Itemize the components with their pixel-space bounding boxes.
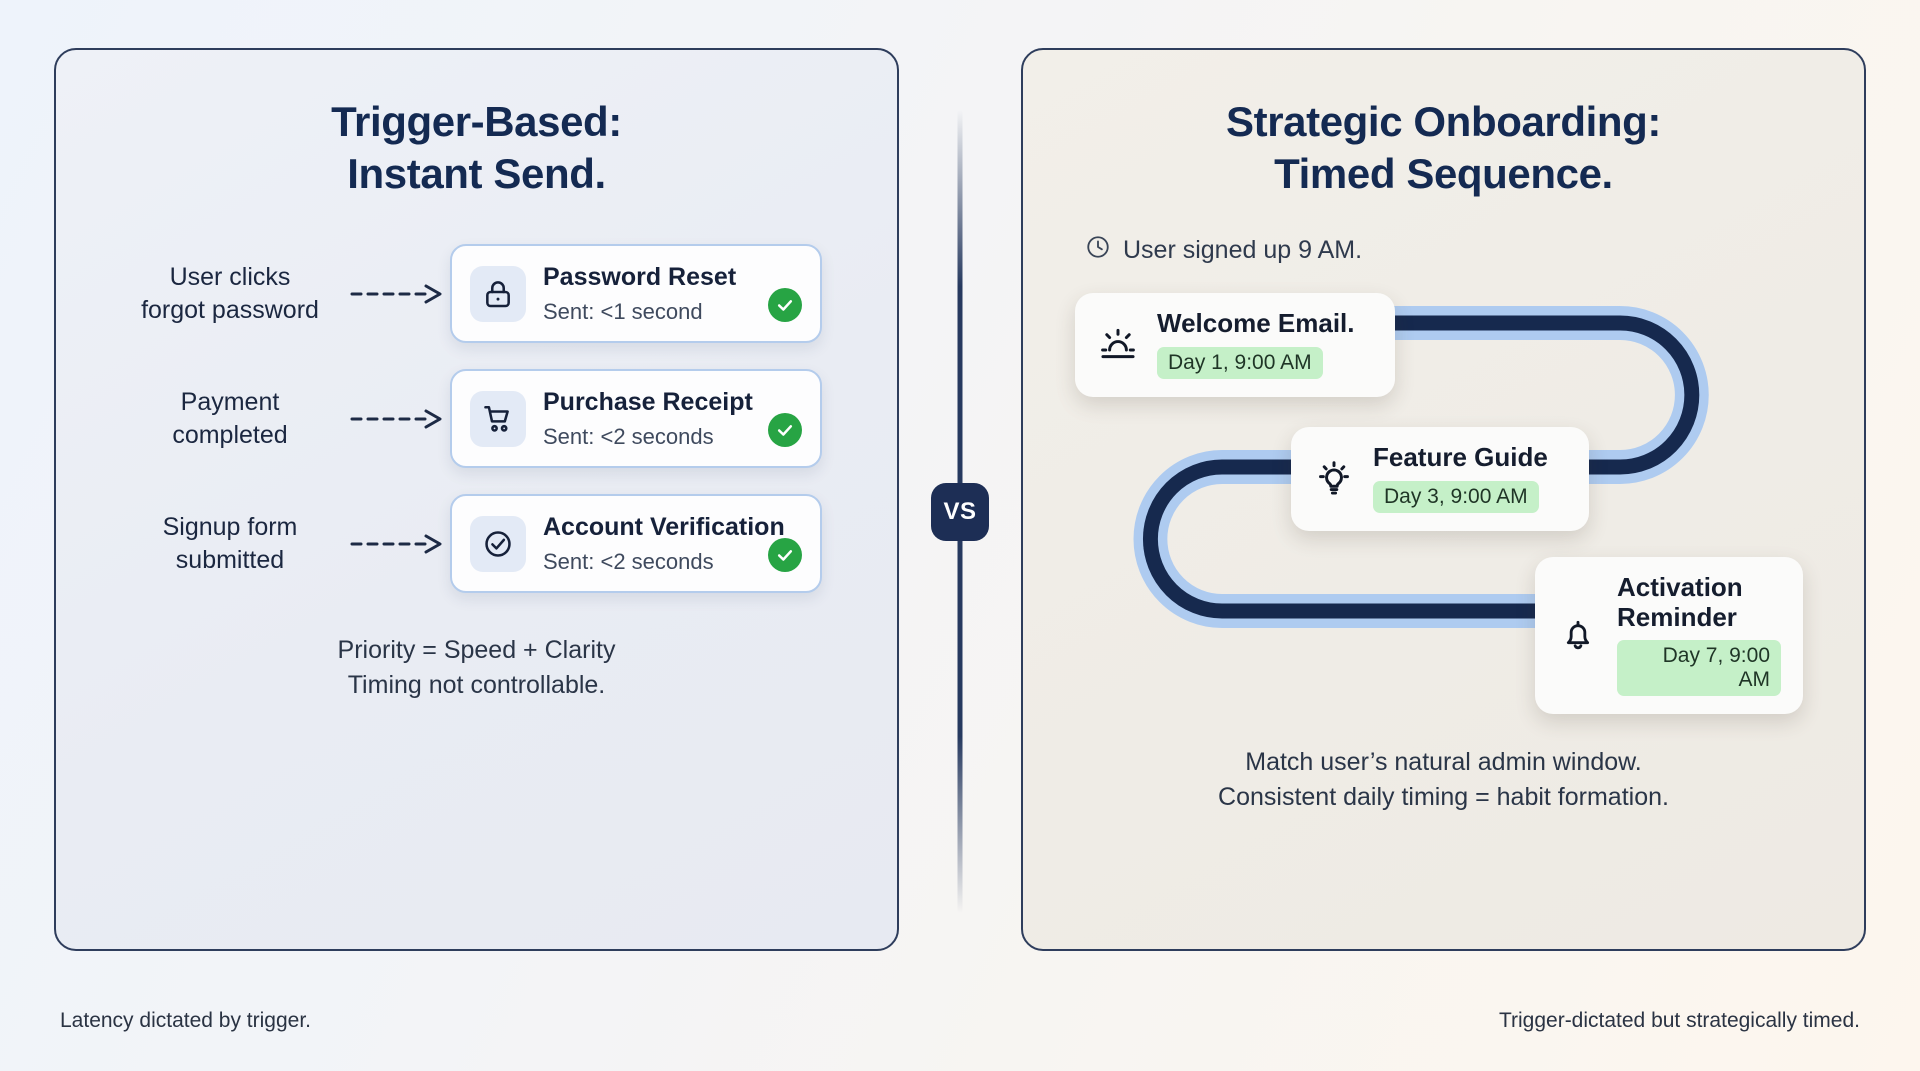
timeline-badge: Day 7, 9:00 AM: [1617, 640, 1781, 696]
timeline-card-title: Activation Reminder: [1617, 572, 1743, 632]
timeline-card-welcome[interactable]: Welcome Email. Day 1, 9:00 AM: [1075, 293, 1395, 397]
timeline-badge-wrap: Day 1, 9:00 AM: [1157, 339, 1355, 379]
left-title-line1: Trigger-Based:: [331, 98, 622, 145]
timeline-card-text: Welcome Email. Day 1, 9:00 AM: [1157, 309, 1355, 379]
dashed-arrow-icon: [350, 284, 442, 304]
lock-icon: [470, 265, 526, 322]
trigger-label-line2: submitted: [175, 545, 285, 574]
email-card-title: Password Reset: [543, 263, 737, 292]
left-footnote-line2: Timing not controllable.: [347, 670, 606, 699]
timeline-card-text: Activation Reminder Day 7, 9:00 AM: [1617, 572, 1781, 696]
right-title-line1: Strategic Onboarding:: [1226, 98, 1661, 145]
trigger-label-line2: forgot password: [141, 295, 319, 324]
check-circle-outline-icon: [470, 515, 526, 572]
right-footnote-line1: Match user’s natural admin window.: [1245, 748, 1642, 777]
check-circle-icon: [768, 538, 802, 573]
timeline-badge: Day 3, 9:00 AM: [1373, 480, 1539, 513]
shopping-cart-icon: [470, 390, 526, 447]
panels-container: Trigger-Based: Instant Send. User clicks…: [54, 48, 1866, 951]
timeline: Welcome Email. Day 1, 9:00 AM: [1023, 275, 1864, 714]
trigger-rows: User clicks forgot password: [56, 244, 897, 594]
timeline-card-title: Welcome Email.: [1157, 308, 1355, 339]
trigger-label: Signup form submitted: [114, 511, 346, 576]
bell-icon: [1555, 611, 1601, 657]
footer-captions: Latency dictated by trigger. Trigger-dic…: [0, 1009, 1920, 1071]
check-circle-icon: [768, 288, 802, 323]
clock-icon: [1085, 234, 1111, 267]
email-card-text: Account Verification Sent: <2 seconds: [543, 513, 785, 574]
trigger-label-line1: Payment: [180, 388, 280, 417]
email-card-subtitle: Sent: <2 seconds: [543, 549, 714, 574]
timeline-card-title: Feature Guide: [1373, 442, 1548, 473]
timeline-card-text: Feature Guide Day 3, 9:00 AM: [1373, 443, 1548, 513]
right-footnote-line2: Consistent daily timing = habit formatio…: [1218, 782, 1669, 811]
right-panel-title: Strategic Onboarding: Timed Sequence.: [1023, 50, 1864, 200]
signup-time-text: User signed up 9 AM.: [1123, 236, 1363, 265]
trigger-row: Payment completed: [114, 369, 897, 469]
email-card[interactable]: Password Reset Sent: <1 second: [450, 244, 822, 344]
right-title-line2: Timed Sequence.: [1274, 150, 1613, 198]
email-card[interactable]: Account Verification Sent: <2 seconds: [450, 494, 822, 594]
timeline-badge-wrap: Day 3, 9:00 AM: [1373, 473, 1548, 513]
email-card-subtitle: Sent: <2 seconds: [543, 423, 714, 449]
signup-time-row: User signed up 9 AM.: [1023, 234, 1864, 267]
right-footer-caption: Trigger-dictated but strategically timed…: [1498, 1009, 1860, 1032]
timeline-card-activation-reminder[interactable]: Activation Reminder Day 7, 9:00 AM: [1535, 557, 1803, 714]
right-footnote: Match user’s natural admin window. Consi…: [1023, 745, 1864, 814]
left-footer-caption: Latency dictated by trigger.: [60, 1009, 311, 1032]
check-circle-icon: [768, 413, 802, 448]
left-footnote-line1: Priority = Speed + Clarity: [337, 636, 616, 665]
email-card-subtitle: Sent: <1 second: [543, 298, 703, 324]
trigger-label-line1: User clicks: [169, 263, 291, 292]
trigger-row: User clicks forgot password: [114, 244, 897, 344]
left-footnote: Priority = Speed + Clarity Timing not co…: [56, 633, 897, 702]
dashed-arrow-icon: [350, 409, 442, 429]
email-card-title: Account Verification: [543, 513, 785, 542]
trigger-label-line2: completed: [172, 420, 288, 449]
vs-badge: VS: [931, 482, 989, 541]
email-card-text: Password Reset Sent: <1 second: [543, 263, 751, 324]
sunrise-icon: [1095, 321, 1141, 367]
timeline-card-feature-guide[interactable]: Feature Guide Day 3, 9:00 AM: [1291, 427, 1589, 531]
vs-divider: VS: [930, 110, 990, 913]
trigger-label: User clicks forgot password: [114, 261, 346, 326]
left-panel-title: Trigger-Based: Instant Send.: [56, 50, 897, 200]
timeline-badge-wrap: Day 7, 9:00 AM: [1617, 632, 1781, 696]
panel-strategic-onboarding: Strategic Onboarding: Timed Sequence. Us…: [1021, 48, 1866, 951]
dashed-arrow-icon: [350, 534, 442, 554]
trigger-label-line1: Signup form: [162, 513, 298, 542]
left-title-line2: Instant Send.: [347, 150, 606, 198]
email-card-title: Purchase Receipt: [543, 388, 753, 417]
panel-trigger-based: Trigger-Based: Instant Send. User clicks…: [54, 48, 899, 951]
trigger-row: Signup form submitted: [114, 494, 897, 594]
email-card[interactable]: Purchase Receipt Sent: <2 seconds: [450, 369, 822, 469]
email-card-text: Purchase Receipt Sent: <2 seconds: [543, 388, 753, 449]
lightbulb-icon: [1311, 455, 1357, 501]
timeline-badge: Day 1, 9:00 AM: [1157, 346, 1323, 379]
trigger-label: Payment completed: [114, 386, 346, 451]
